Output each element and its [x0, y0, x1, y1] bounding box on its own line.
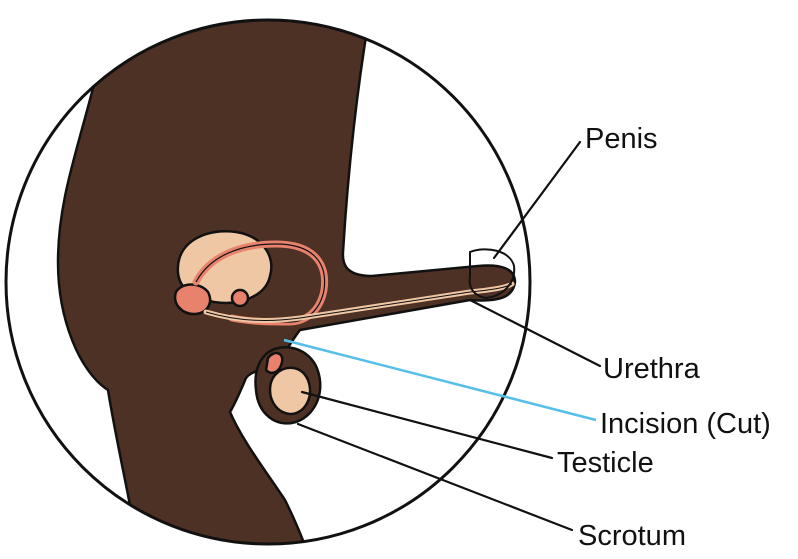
label-urethra: Urethra	[603, 353, 701, 385]
label-incision: Incision (Cut)	[600, 408, 771, 440]
gland	[232, 290, 248, 306]
label-scrotum: Scrotum	[578, 520, 686, 552]
prostate	[175, 285, 210, 315]
epididymis	[266, 353, 282, 373]
testicle-shape	[270, 368, 310, 414]
label-penis: Penis	[585, 123, 658, 155]
label-testicle: Testicle	[557, 447, 654, 479]
